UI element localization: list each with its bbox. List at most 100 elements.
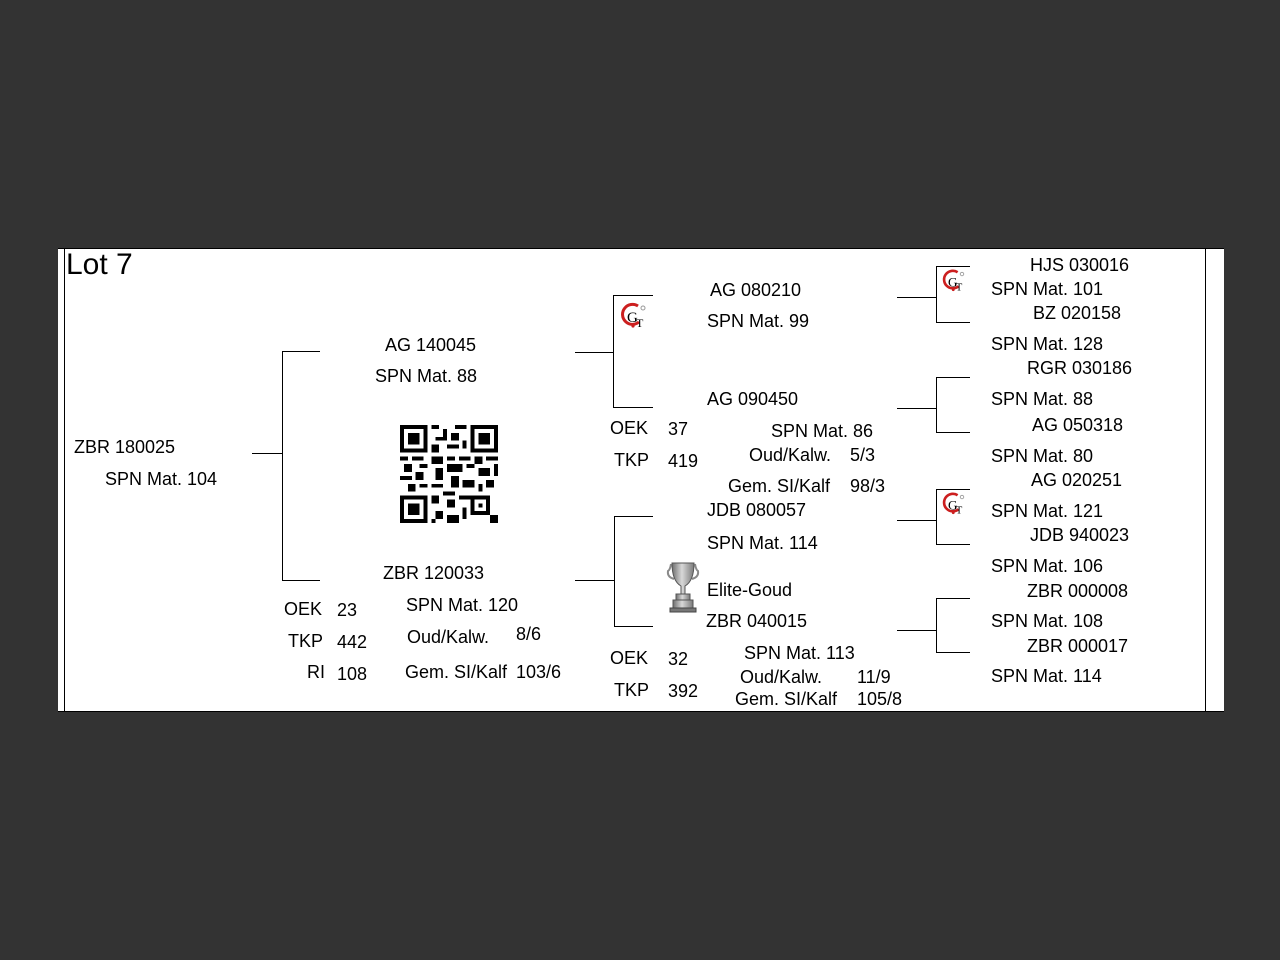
subject-name: ZBR 180025	[74, 437, 176, 457]
md-oud-value: 11/9	[857, 667, 891, 687]
connector	[897, 297, 937, 298]
connector	[936, 322, 970, 323]
gg4-spn: SPN Mat. 80	[991, 446, 1094, 466]
connector	[936, 598, 937, 653]
subject-spn: SPN Mat. 104	[105, 469, 218, 489]
connector	[282, 351, 320, 352]
dam-name: ZBR 120033	[383, 563, 485, 583]
connector	[936, 598, 970, 599]
svg-text:T: T	[956, 506, 963, 517]
gg2-spn: SPN Mat. 128	[991, 334, 1104, 354]
pd-gem-value: 98/3	[850, 476, 886, 496]
gg8-name: ZBR 000017	[1027, 636, 1129, 656]
gg5-spn: SPN Mat. 121	[991, 501, 1104, 521]
pd-gem-label: Gem. SI/Kalf	[728, 476, 831, 496]
md-oud-label: Oud/Kalw.	[740, 667, 823, 687]
md-tkp-label: TKP	[614, 680, 650, 700]
connector	[936, 489, 970, 490]
gt-logo-icon: G T	[621, 302, 646, 330]
md-spn: SPN Mat. 113	[744, 643, 855, 663]
connector	[936, 652, 970, 653]
gg1-name: HJS 030016	[1030, 255, 1130, 275]
gg5-name: AG 020251	[1031, 470, 1123, 490]
pd-spn: SPN Mat. 86	[771, 421, 874, 441]
dam-oud-value: 8/6	[516, 624, 542, 644]
connector	[936, 489, 937, 545]
dam-tkp-value: 442	[337, 632, 368, 652]
connector	[936, 266, 937, 323]
md-gem-value: 105/8	[857, 689, 903, 709]
border-right	[1205, 248, 1206, 712]
dam-spn: SPN Mat. 120	[406, 595, 519, 615]
lot-title: Lot 7	[66, 248, 133, 281]
svg-text:T: T	[956, 283, 963, 294]
sire-name: AG 140045	[385, 335, 477, 355]
gg6-name: JDB 940023	[1030, 525, 1130, 545]
connector	[252, 453, 283, 454]
gg7-spn: SPN Mat. 108	[991, 611, 1104, 631]
connector	[936, 544, 970, 545]
dam-oud-label: Oud/Kalw.	[407, 627, 490, 647]
svg-text:G: G	[948, 274, 958, 289]
gg2-name: BZ 020158	[1033, 303, 1122, 323]
dam-tkp-label: TKP	[288, 631, 324, 651]
gg1-spn: SPN Mat. 101	[991, 279, 1104, 299]
connector	[614, 516, 615, 627]
connector	[575, 580, 615, 581]
gg6-spn: SPN Mat. 106	[991, 556, 1104, 576]
pedigree-sheet: Lot 7 ZBR 180025 SPN Mat. 104 AG 140045 …	[58, 248, 1224, 712]
trophy-icon	[666, 562, 700, 613]
pd-name: AG 090450	[707, 389, 799, 409]
connector	[613, 295, 614, 408]
pd-tkp-label: TKP	[614, 450, 650, 470]
pd-oek-value: 37	[668, 419, 689, 439]
connector	[936, 377, 970, 378]
pd-oud-value: 5/3	[850, 445, 876, 465]
gg8-spn: SPN Mat. 114	[991, 666, 1102, 686]
connector	[614, 516, 653, 517]
connector	[897, 630, 937, 631]
connector	[936, 266, 970, 267]
ms-name: JDB 080057	[707, 500, 807, 520]
connector	[282, 580, 320, 581]
pd-oek-label: OEK	[610, 418, 649, 438]
dam-gem-value: 103/6	[516, 662, 562, 682]
ps-name: AG 080210	[710, 280, 802, 300]
md-tkp-value: 392	[668, 681, 699, 701]
gt-logo-icon: G T	[942, 492, 965, 517]
pd-tkp-value: 419	[668, 451, 699, 471]
connector	[897, 408, 937, 409]
svg-text:G: G	[948, 497, 958, 512]
dam-oek-value: 23	[337, 600, 358, 620]
dam-ri-label: RI	[307, 662, 325, 682]
connector	[613, 295, 653, 296]
sire-spn: SPN Mat. 88	[375, 366, 478, 386]
md-oek-value: 32	[668, 649, 689, 669]
svg-text:T: T	[636, 316, 644, 330]
gt-logo-icon: G T	[942, 269, 965, 294]
connector	[575, 352, 614, 353]
gg4-name: AG 050318	[1032, 415, 1124, 435]
gg3-spn: SPN Mat. 88	[991, 389, 1094, 409]
connector	[936, 377, 937, 433]
dam-ri-value: 108	[337, 664, 368, 684]
border-left	[64, 248, 65, 712]
md-award: Elite-Goud	[707, 580, 793, 600]
border-bottom	[58, 711, 1224, 712]
connector	[613, 407, 653, 408]
md-name: ZBR 040015	[706, 611, 808, 631]
border-top	[58, 248, 1224, 249]
md-gem-label: Gem. SI/Kalf	[735, 689, 838, 709]
svg-text:G: G	[627, 310, 638, 326]
ps-spn: SPN Mat. 99	[707, 311, 810, 331]
dam-gem-label: Gem. SI/Kalf	[405, 662, 508, 682]
dam-oek-label: OEK	[284, 599, 323, 619]
connector	[614, 626, 653, 627]
qr-code-icon	[400, 425, 498, 523]
connector	[897, 520, 937, 521]
connector	[936, 432, 970, 433]
gg3-name: RGR 030186	[1027, 358, 1133, 378]
ms-spn: SPN Mat. 114	[707, 533, 818, 553]
gg7-name: ZBR 000008	[1027, 581, 1129, 601]
pd-oud-label: Oud/Kalw.	[749, 445, 832, 465]
